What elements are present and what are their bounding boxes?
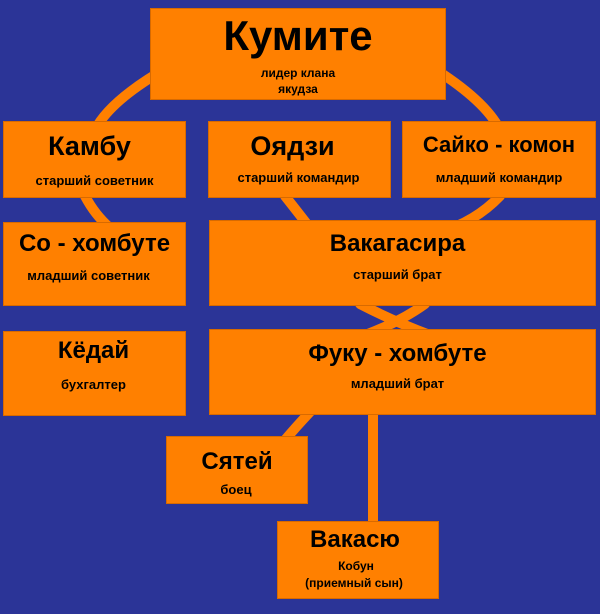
node-kambu: Камбу старший советник [3, 121, 186, 198]
node-kambu-subtitle: старший советник [35, 173, 154, 188]
node-so-hombute-title: Со - хомбуте [18, 230, 171, 257]
node-wakagashira-title: Вакагасира [329, 230, 466, 257]
node-fuku-hombute-subtitle: младший брат [350, 376, 445, 391]
node-kumite-title: Кумите [223, 12, 373, 59]
node-wakagashira: Вакагасира старший брат [209, 220, 596, 306]
node-kyodai-subtitle: бухгалтер [61, 377, 126, 392]
node-kambu-title: Камбу [48, 131, 131, 161]
node-oyadzi-title: Оядзи [250, 131, 335, 161]
node-kyodai: Кёдай бухгалтер [3, 331, 186, 416]
node-kumite-line1: лидер клана [260, 66, 336, 80]
node-kumite: Кумите лидер клана якудза [150, 8, 446, 100]
node-wakasyu-line2: (приемный сын) [305, 576, 403, 590]
node-fuku-hombute: Фуку - хомбуте младший брат [209, 329, 596, 415]
node-saiko-subtitle: младший командир [435, 170, 563, 185]
node-so-hombute: Со - хомбуте младший советник [3, 222, 186, 306]
node-saiko: Сайко - комон младший командир [402, 121, 596, 198]
node-saiko-title: Сайко - комон [422, 132, 576, 157]
node-wakasyu: Вакасю Кобун (приемный сын) [277, 521, 439, 599]
node-oyadzi-subtitle: старший командир [237, 170, 360, 185]
node-wakasyu-title: Вакасю [310, 526, 400, 553]
node-so-hombute-subtitle: младший советник [27, 268, 150, 283]
node-kumite-line2: якудза [278, 82, 318, 96]
node-kyodai-title: Кёдай [57, 337, 130, 364]
node-wakasyu-line1: Кобун [338, 559, 374, 573]
node-oyadzi: Оядзи старший командир [208, 121, 391, 198]
node-satei-subtitle: боец [220, 482, 252, 497]
node-wakagashira-subtitle: старший брат [353, 267, 442, 282]
node-satei-title: Сятей [201, 448, 273, 475]
node-satei: Сятей боец [166, 436, 308, 504]
node-fuku-hombute-title: Фуку - хомбуте [308, 340, 487, 367]
